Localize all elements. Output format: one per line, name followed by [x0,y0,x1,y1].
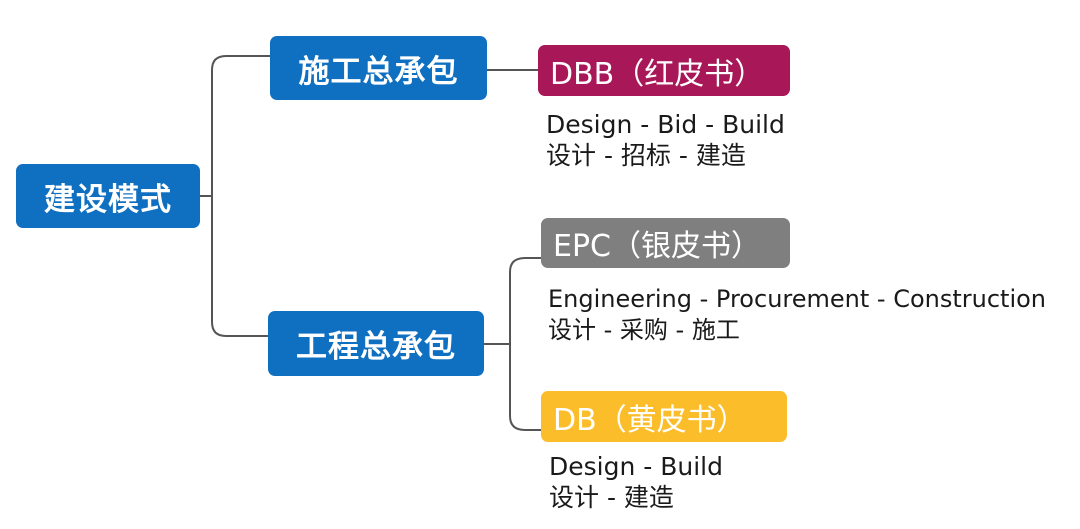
book-node-db: DB（黄皮书） [541,391,787,442]
connector-root-bracket [211,55,227,337]
book-node-label: DB（黄皮书） [553,402,747,438]
branch-node-epc-contracting: 工程总承包 [268,311,484,376]
book-node-label: EPC（银皮书） [553,229,761,264]
caption-chinese: 设计 - 建造 [549,483,674,512]
branch-node-label: 工程总承包 [296,329,456,365]
caption-chinese: 设计 - 招标 - 建造 [546,141,746,170]
branch-node-label: 施工总承包 [298,53,459,90]
caption-dbb: Design - Bid - Build 设计 - 招标 - 建造 [546,109,785,171]
caption-english: Engineering - Procurement - Construction [548,285,1046,313]
caption-epc: Engineering - Procurement - Construction… [548,284,1046,346]
book-node-label: DBB（红皮书） [550,56,765,92]
caption-english: Design - Bid - Build [546,110,785,139]
branch-node-general-contracting: 施工总承包 [270,36,487,100]
root-node-label: 建设模式 [44,181,172,218]
book-node-dbb: DBB（红皮书） [538,45,790,96]
caption-chinese: 设计 - 采购 - 施工 [548,316,740,344]
caption-db: Design - Build 设计 - 建造 [549,451,723,513]
root-node: 建设模式 [16,164,200,228]
connector-branch2-bracket [509,257,526,431]
book-node-epc: EPC（银皮书） [541,218,790,268]
caption-english: Design - Build [549,452,723,481]
